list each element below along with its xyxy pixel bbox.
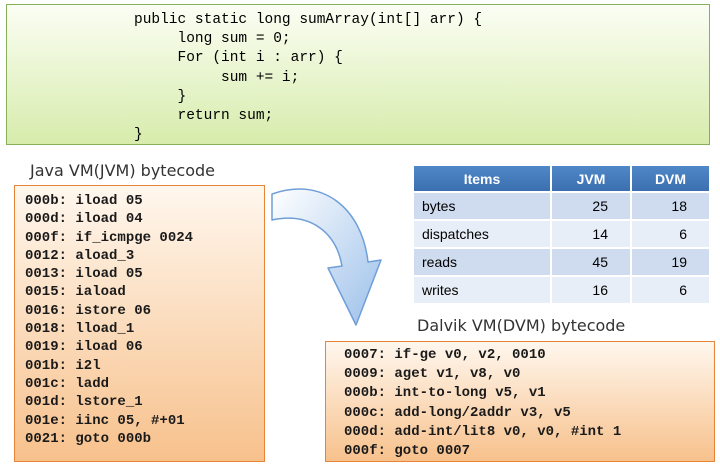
jvm-line: 001b: i2l: [25, 357, 101, 374]
dvm-line: 0007: if-ge v0, v2, 0010: [344, 347, 546, 363]
dvm-bytecode-box: 0007: if-ge v0, v2, 0010 0009: aget v1, …: [325, 341, 715, 462]
dvm-line: 000f: goto 0007: [344, 442, 471, 459]
dvm-heading: Dalvik VM(DVM) bytecode: [417, 316, 626, 335]
jvm-line: 0015: iaload: [25, 284, 126, 301]
table-row: dispatches 14 6: [414, 219, 709, 248]
dvm-cell: 6: [631, 275, 709, 303]
jvm-line: 0019: iload 06: [25, 339, 143, 356]
jvm-line: 000b: iload 05: [25, 193, 143, 209]
column-header: JVM: [551, 166, 632, 192]
table-row: writes 16 6: [414, 275, 709, 303]
dvm-line: 000b: int-to-long v5, v1: [344, 385, 546, 402]
curved-arrow-icon: [271, 188, 382, 326]
jvm-line: 0018: lload_1: [25, 321, 135, 338]
dvm-line: 000c: add-long/2addr v3, v5: [344, 404, 571, 421]
code-line: long sum = 0;: [134, 31, 291, 48]
dvm-cell: 19: [631, 247, 709, 276]
jvm-line: 001e: iinc 05, #+01: [25, 412, 185, 429]
jvm-line: 0012: aload_3: [25, 247, 135, 264]
jvm-cell: 14: [551, 219, 632, 248]
jvm-heading: Java VM(JVM) bytecode: [30, 161, 215, 180]
jvm-line: 001d: lstore_1: [25, 394, 143, 411]
dvm-line: 0009: aget v1, v8, v0: [344, 366, 521, 383]
column-header: Items: [414, 166, 552, 192]
table-header-row: Items JVM DVM: [414, 166, 709, 192]
code-line: }: [134, 127, 143, 144]
jvm-cell: 25: [551, 191, 632, 220]
column-header: DVM: [631, 166, 709, 192]
code-line: return sum;: [134, 108, 274, 125]
dvm-cell: 18: [631, 191, 709, 220]
comparison-table: Items JVM DVM bytes 25 18 dispatches 14 …: [414, 166, 709, 303]
source-code: public static long sumArray(int[] arr) {…: [134, 11, 482, 145]
item-cell: writes: [414, 275, 552, 303]
code-line: public static long sumArray(int[] arr) {: [134, 12, 483, 28]
code-line: For (int i : arr) {: [134, 50, 343, 67]
jvm-line: 001c: ladd: [25, 375, 110, 392]
jvm-cell: 45: [551, 247, 632, 276]
table-row: bytes 25 18: [414, 191, 709, 220]
source-code-box: public static long sumArray(int[] arr) {…: [6, 4, 710, 145]
item-cell: bytes: [414, 191, 552, 220]
dvm-line: 000d: add-int/lit8 v0, v0, #int 1: [344, 423, 622, 440]
jvm-line: 0021: goto 000b: [25, 430, 152, 447]
code-line: }: [134, 88, 187, 105]
item-cell: dispatches: [414, 219, 552, 248]
code-line: sum += i;: [134, 69, 300, 86]
jvm-line: 0013: iload 05: [25, 266, 143, 283]
jvm-line: 000f: if_icmpge 0024: [25, 229, 194, 246]
dvm-cell: 6: [631, 219, 709, 248]
table-row: reads 45 19: [414, 247, 709, 276]
jvm-line: 0016: istore 06: [25, 302, 152, 319]
jvm-cell: 16: [551, 275, 632, 303]
jvm-bytecode-box: 000b: iload 05 000d: iload 04 000f: if_i…: [14, 185, 265, 462]
jvm-line: 000d: iload 04: [25, 211, 143, 228]
item-cell: reads: [414, 247, 552, 276]
